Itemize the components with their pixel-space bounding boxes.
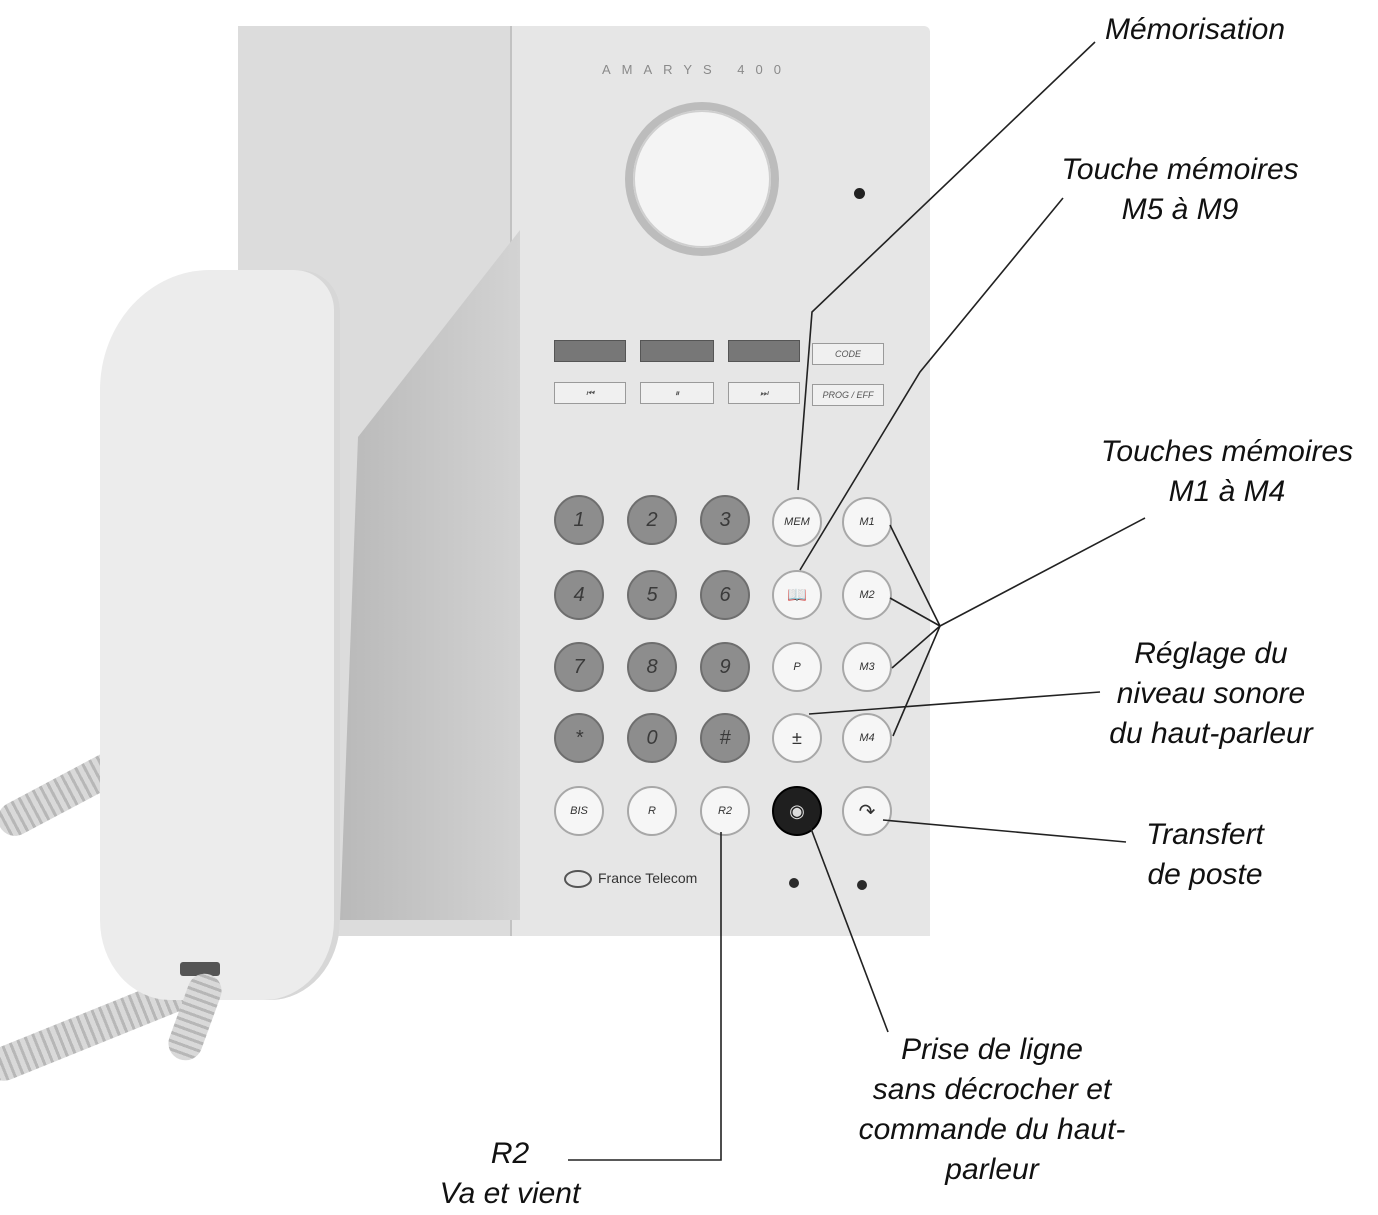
line-memorisation — [797, 41, 1096, 491]
brand-name: France Telecom — [598, 870, 698, 886]
model-strip: AMARYS 400 — [602, 62, 792, 77]
pause-button[interactable]: ⏸ — [640, 382, 714, 404]
memory-m2-button[interactable]: M2 — [842, 570, 892, 620]
key-5[interactable]: 5 — [627, 570, 677, 620]
key-7[interactable]: 7 — [554, 642, 604, 692]
memory-m1-button[interactable]: M1 — [842, 497, 892, 547]
key-1[interactable]: 1 — [554, 495, 604, 545]
memo-strip-3[interactable] — [728, 340, 800, 362]
memory-m3-button[interactable]: M3 — [842, 642, 892, 692]
previous-button[interactable]: ⏮ — [554, 382, 626, 404]
mem-button[interactable]: MEM — [772, 497, 822, 547]
brand-swirl-icon — [564, 870, 592, 889]
recall-button[interactable]: R — [627, 786, 677, 836]
line-m1-m4-b — [889, 597, 941, 627]
speaker-grille — [633, 110, 771, 248]
redial-button[interactable]: BIS — [554, 786, 604, 836]
microphone-dot — [854, 188, 865, 199]
key-hash[interactable]: # — [700, 713, 750, 763]
transfer-button[interactable]: ↷ — [842, 786, 892, 836]
directory-book-icon[interactable]: 📖 — [772, 570, 822, 620]
key-4[interactable]: 4 — [554, 570, 604, 620]
code-button[interactable]: CODE — [812, 343, 884, 365]
memory-m4-button[interactable]: M4 — [842, 713, 892, 763]
pause-p-button[interactable]: P — [772, 642, 822, 692]
line-handsfree — [809, 825, 889, 1033]
label-memorisation: Mémorisation — [1104, 13, 1286, 46]
speaker-button[interactable]: ◉ — [772, 786, 822, 836]
line-m1-m4-d — [892, 625, 941, 737]
key-9[interactable]: 9 — [700, 642, 750, 692]
key-star[interactable]: * — [554, 713, 604, 763]
memo-strip-1[interactable] — [554, 340, 626, 362]
line-r2 — [568, 832, 722, 1161]
prog-eff-button[interactable]: PROG / EFF — [812, 384, 884, 406]
key-6[interactable]: 6 — [700, 570, 750, 620]
r2-button[interactable]: R2 — [700, 786, 750, 836]
line-m5-m9 — [799, 197, 1064, 571]
key-8[interactable]: 8 — [627, 642, 677, 692]
line-m1-m4-a — [889, 517, 1146, 628]
line-transfer — [882, 819, 1127, 843]
speaker-led — [789, 878, 799, 888]
key-3[interactable]: 3 — [700, 495, 750, 545]
line-volume — [808, 691, 1101, 715]
key-2[interactable]: 2 — [627, 495, 677, 545]
handset[interactable] — [100, 270, 340, 1000]
key-0[interactable]: 0 — [627, 713, 677, 763]
volume-button[interactable]: ± — [772, 713, 822, 763]
france-telecom-logo: France Telecom — [564, 870, 698, 889]
handset-cord-plug — [180, 962, 220, 976]
transfer-led — [857, 880, 867, 890]
next-button[interactable]: ⏭ — [728, 382, 800, 404]
memo-strip-2[interactable] — [640, 340, 714, 362]
line-m1-m4-c — [891, 625, 941, 669]
